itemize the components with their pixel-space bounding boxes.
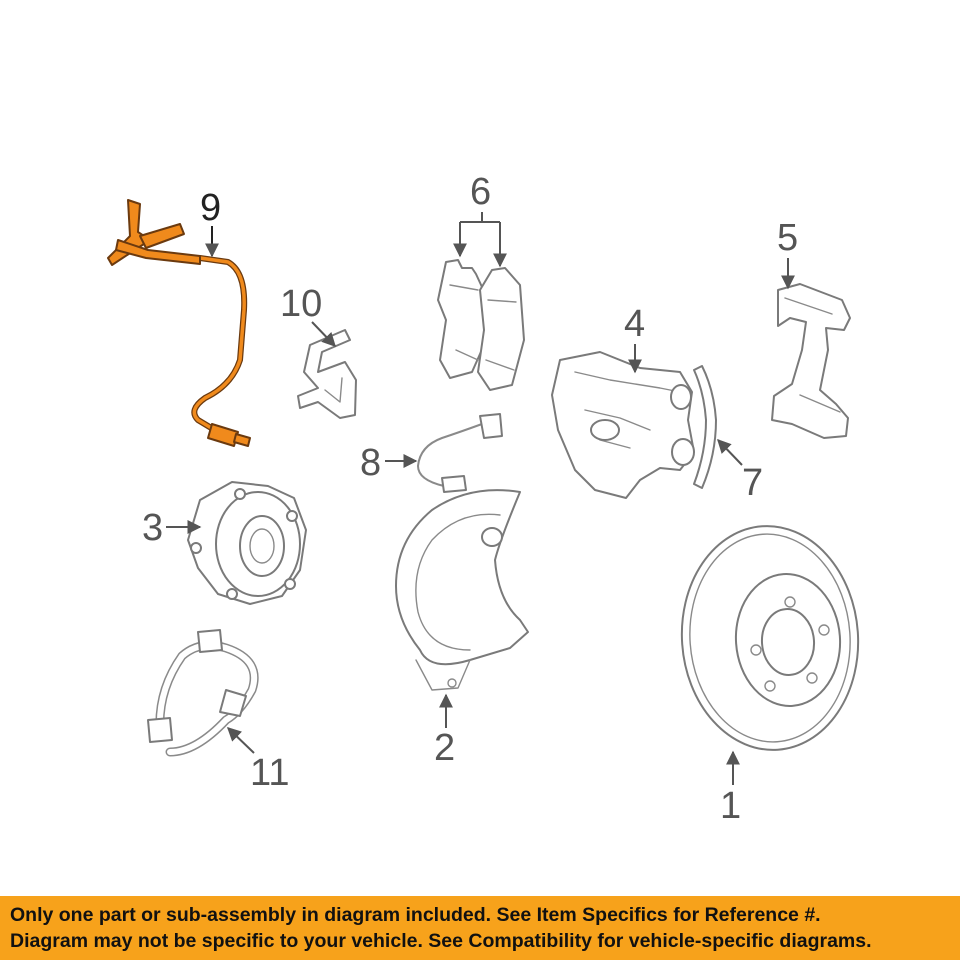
callout-3: 3 — [142, 507, 163, 549]
leader-arrow-7 — [717, 438, 743, 466]
callout-8: 8 — [360, 442, 381, 484]
callout-9: 9 — [200, 187, 221, 229]
part-8-pad-wear-sensor[interactable] — [417, 413, 503, 493]
disclaimer-line-1: Only one part or sub-assembly in diagram… — [10, 904, 821, 926]
part-2-brake-splash-shield[interactable] — [395, 489, 529, 691]
part-3-hub-bearing[interactable] — [187, 481, 307, 605]
part-5-caliper-bracket[interactable] — [771, 283, 851, 439]
callout-11: 11 — [250, 752, 289, 794]
leader-arrow-11 — [226, 727, 255, 754]
part-1-brake-rotor[interactable] — [674, 520, 865, 756]
callout-5: 5 — [777, 217, 798, 259]
part-7-anti-rattle-spring[interactable] — [693, 365, 717, 489]
part-4-brake-caliper[interactable] — [551, 351, 695, 499]
callout-4: 4 — [624, 303, 645, 345]
part-9-wheel-speed-sensor[interactable] — [107, 199, 251, 447]
leader-bracket-6 — [460, 212, 483, 223]
brake-parts-diagram: 1 2 3 4 5 6 7 8 9 10 11 — [107, 171, 865, 827]
disclaimer-banner: Only one part or sub-assembly in diagram… — [0, 896, 960, 960]
disclaimer-line-2: Diagram may not be specific to your vehi… — [10, 930, 872, 952]
part-11-brake-hose[interactable] — [147, 629, 259, 757]
callout-7: 7 — [742, 462, 763, 504]
part-6-brake-pads[interactable] — [437, 259, 525, 391]
callout-10: 10 — [280, 283, 322, 325]
callout-2: 2 — [434, 727, 455, 769]
callout-6: 6 — [470, 171, 491, 213]
part-10-caliper-clip[interactable] — [297, 329, 357, 419]
callout-1: 1 — [720, 785, 741, 827]
leader-arrow-10 — [311, 321, 336, 348]
